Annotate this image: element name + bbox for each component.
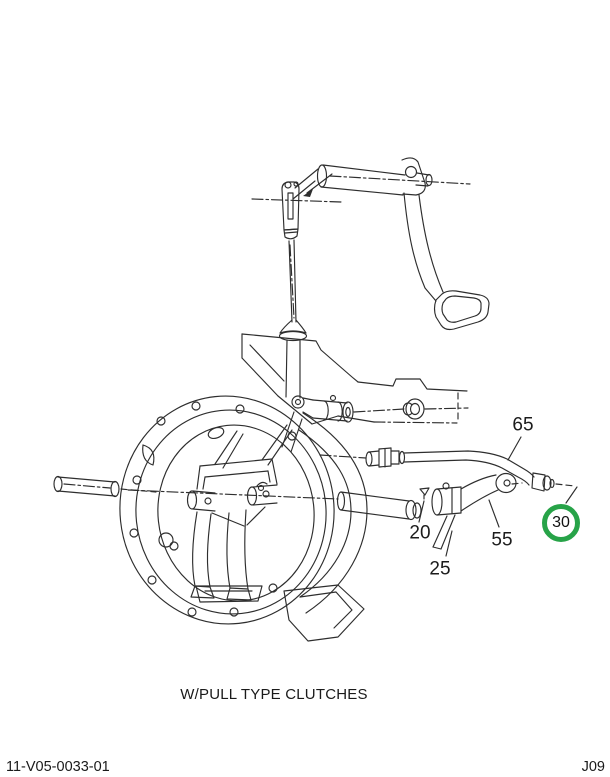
housing-bolt-holes (129, 401, 297, 617)
housing-opening (157, 424, 315, 602)
clevis-centerline (251, 198, 342, 203)
fork-trunnion-left (186, 490, 216, 512)
diagram-caption: W/PULL TYPE CLUTCHES (180, 686, 368, 703)
housing-casting-details (142, 426, 225, 551)
rod-turnbuckle (365, 447, 406, 468)
leader-55 (488, 499, 500, 528)
rod-foot (278, 319, 308, 342)
cross-shaft (336, 482, 462, 550)
housing-mounting-feet (195, 584, 365, 642)
pedal-pivot-tube (316, 164, 471, 196)
housing-flange-inner (135, 409, 327, 615)
frame-mounting-boss (402, 398, 469, 420)
callout-30-highlighted[interactable]: 30 (542, 504, 580, 542)
document-number: 11-V05-0033-01 (6, 759, 110, 775)
leader-20 (418, 500, 425, 523)
callout-30-label: 30 (552, 514, 570, 531)
pedal-assembly (251, 157, 490, 342)
release-fork (127, 424, 339, 601)
callout-20[interactable]: 20 (409, 522, 431, 544)
leader-25 (445, 530, 453, 557)
fork-blades (190, 509, 252, 601)
rod-clevis-end (531, 472, 555, 492)
pedal-arm (403, 192, 444, 302)
callout-55[interactable]: 55 (491, 529, 513, 551)
leader-30 (565, 486, 578, 504)
callout-leaders (418, 436, 578, 557)
pivot-axis-centerline (329, 175, 471, 185)
cross-shaft-centerline (127, 489, 339, 500)
pedal-push-rod (283, 228, 299, 323)
frame-bracket (241, 333, 469, 453)
fork-trunnion-right (246, 481, 278, 506)
release-lever (460, 472, 523, 512)
pedal-lever (292, 168, 319, 200)
direction-arrow (303, 173, 333, 197)
push-rod-left (53, 475, 157, 498)
page-code: J09 (581, 759, 605, 775)
adjustable-rod (319, 447, 576, 492)
pedal-bracket (401, 157, 433, 196)
woodruff-key (419, 487, 430, 500)
lever-clamp (431, 482, 462, 550)
leader-65 (507, 436, 522, 461)
pedal-pad (433, 290, 490, 331)
rod-clevis-upper (251, 181, 342, 231)
clutch-housing (119, 395, 368, 642)
callout-65[interactable]: 65 (512, 414, 534, 436)
callout-25[interactable]: 25 (429, 558, 451, 580)
